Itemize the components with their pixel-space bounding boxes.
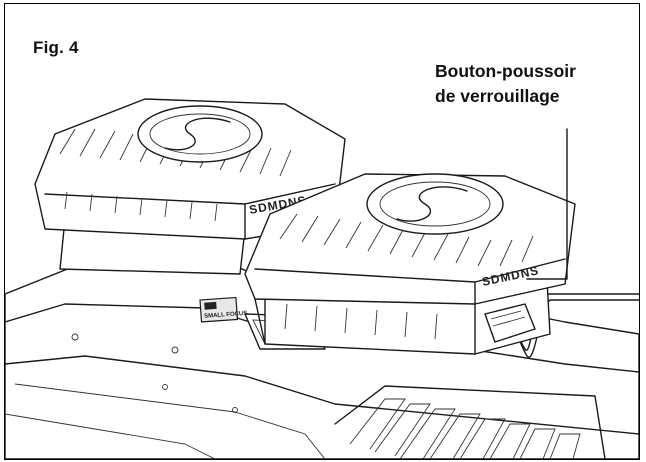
callout-line-2: de verrouillage (435, 86, 560, 106)
charger-illustration: SMALL FOCUS (5, 98, 639, 459)
callout-leader-line (526, 128, 568, 280)
figure-frame: SMALL FOCUS (4, 3, 640, 460)
figure-label: Fig. 4 (33, 38, 79, 57)
battery-front: SDMDNS (244, 173, 576, 355)
callout-line-1: Bouton-poussoir (435, 61, 576, 81)
callout-lock-button: Bouton-poussoir de verrouillage (435, 59, 576, 109)
battery-back: SDMDNS (34, 98, 346, 275)
charger-label: SMALL FOCUS (204, 311, 248, 320)
lock-button (484, 303, 536, 343)
